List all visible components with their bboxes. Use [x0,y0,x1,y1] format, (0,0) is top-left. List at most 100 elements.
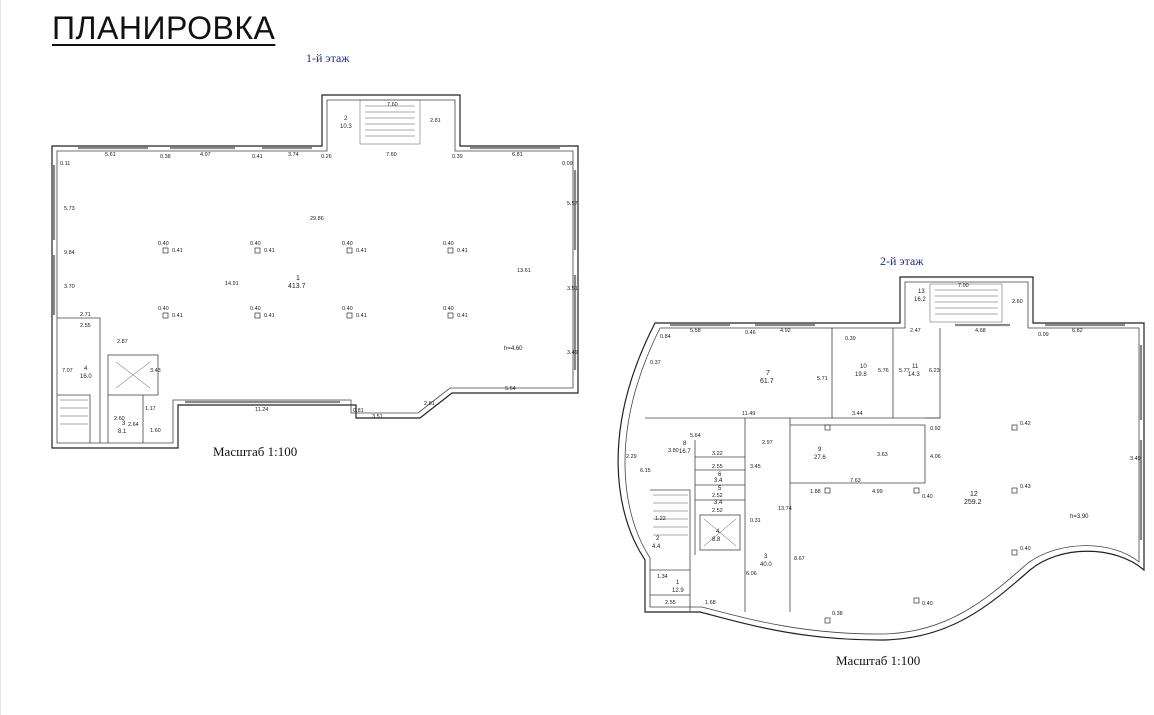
page-title: ПЛАНИРОВКА [52,10,276,46]
floor2-dim: 3.63 [877,452,888,458]
floor2-room-area: 14.3 [908,372,920,378]
floor2-dim: 1.22 [655,516,666,522]
floor1-dim: 9.84 [64,250,75,256]
floor2-dim: 2.60 [1012,299,1023,305]
floor1-column-label: 0.41 [172,313,183,319]
floor2-room-area: 3.4 [714,500,723,506]
floor2-dim: 8.67 [794,556,805,562]
floor1-dim: 29.86 [310,216,324,222]
floor1-dim: 7.60 [387,102,398,108]
floor1-dim: 3.49 [567,350,578,356]
floor1-dim: 3.51 [567,286,578,292]
floor1-column [346,312,353,319]
floor1-dim: 2.60 [114,416,125,422]
floor2-room-number: 8 [683,441,687,447]
floor1-column-label: 0.40 [158,241,169,247]
floor1-column-label: 0.41 [356,248,367,254]
floor1-height-mark: h=4.60 [504,346,523,352]
floor2-dim: 2.47 [910,328,921,334]
floor2-room-number: 9 [818,447,822,453]
floor1-column-label: 0.40 [250,241,261,247]
floor1-column [254,312,261,319]
floor2-dim: 2.52 [712,508,723,514]
floor2-dim: 3.49 [1130,456,1141,462]
floor1-dim: 3.43 [150,368,161,374]
floor1-column-label: 0.41 [356,313,367,319]
floor1-dim: 13.61 [517,268,531,274]
floor1-room-area: 16.0 [80,374,92,380]
floor1-column-label: 0.40 [342,241,353,247]
floor2-dim: 1.88 [810,489,821,495]
floor2-dim: 5.76 [878,368,889,374]
floor1-dim: 4.97 [200,152,211,158]
floor1-column [346,247,353,254]
floor1-dim: 2.71 [80,312,91,318]
floor1-plan: 0.40 0.40 0.40 0.40 0.40 0.40 0.40 0.40 … [51,94,579,449]
floor2-dim: 7.00 [958,283,969,289]
floor2-dim: 2.55 [712,464,723,470]
floor2-room-area: 16.7 [679,449,691,455]
floor2-dim: 6.15 [640,468,651,474]
floor2-column-label: 0.43 [1020,484,1031,490]
floor2-dim: 1.68 [705,600,716,606]
floor1-dim: 3.70 [64,284,75,290]
floor1-column [162,312,169,319]
floor2-room-number: 12 [970,491,978,498]
floor2-room-area: 8.8 [712,537,721,543]
floor2-room-area: 259.2 [964,499,982,506]
floor1-dim: 0.11 [60,161,70,167]
floor2-scale-label: Масштаб 1:100 [836,653,921,668]
floor1-stair-top [359,99,421,145]
floor2-room-number: 3 [764,554,768,560]
floor2-room-number: 11 [912,364,919,370]
floor1-room-area: 8.1 [118,429,127,435]
floor2-room-area: 19.8 [855,372,867,378]
floor2-dim: 1.34 [657,574,668,580]
floor1-column-label: 0.40 [443,241,454,247]
floor2-dim: 4.06 [930,454,941,460]
floor2-dim: 0.09 [1038,332,1049,338]
floor1-elevator-cross-b [115,361,151,389]
floor1-column-label: 0.41 [457,248,468,254]
floor2-dim: 6.23 [929,368,940,374]
floor2-dim: 0.46 [745,330,756,336]
floor2-dim: 6.82 [1072,328,1083,334]
floor1-dim: 0.26 [321,154,332,160]
floor2-dim: 4.92 [780,328,791,334]
floor2-room-number: 6 [718,472,722,478]
floor1-dim: 5.61 [105,152,116,158]
floor1-dim: 3.51 [372,414,383,420]
floor2-plan: 0.42 0.43 0.40 0.40 0.40 5.58 4.92 2.47 … [617,276,1145,641]
floor2-column-label: 0.40 [922,494,933,500]
floor1-room-area: 10.3 [340,124,352,130]
floor2-dim: 2.97 [762,440,773,446]
floor2-room-number: 10 [860,364,867,370]
floor1-dim: 0.09 [562,161,573,167]
floor2-dim: 11.49 [742,411,755,417]
floor2-title: 2-й этаж [880,254,924,268]
floor1-dim: 2.55 [80,323,91,329]
floor1-dim: 0.38 [160,154,171,160]
floor1-dim: 2.64 [128,422,139,428]
floor1-column-label: 0.40 [250,306,261,312]
floor1-dim: 0.41 [252,154,263,160]
floor1-room-number: 3 [122,421,126,427]
floor2-room-number: 5 [718,486,722,492]
floor2-dim: 2.55 [665,600,676,606]
floor2-room-area: 16.2 [914,297,926,303]
floor1-column-label: 0.41 [457,313,468,319]
floor1-room-number: 4 [84,366,88,372]
floor1-column-label: 0.40 [342,306,353,312]
floor1-outer-wall [51,94,579,449]
floor2-column [913,597,920,604]
floor2-dim: 4.68 [975,328,986,334]
floor1-title: 1-й этаж [306,51,350,65]
floor2-dim: 3.22 [712,451,723,457]
floor2-outer-wall-inner [624,281,1140,635]
floor2-room-number: 1 [676,580,680,586]
floor1-dim: 5.73 [64,206,75,212]
floor2-column-label: 0.40 [922,601,933,607]
floor1-column [447,247,454,254]
floor2-dim: 7.63 [850,478,861,484]
